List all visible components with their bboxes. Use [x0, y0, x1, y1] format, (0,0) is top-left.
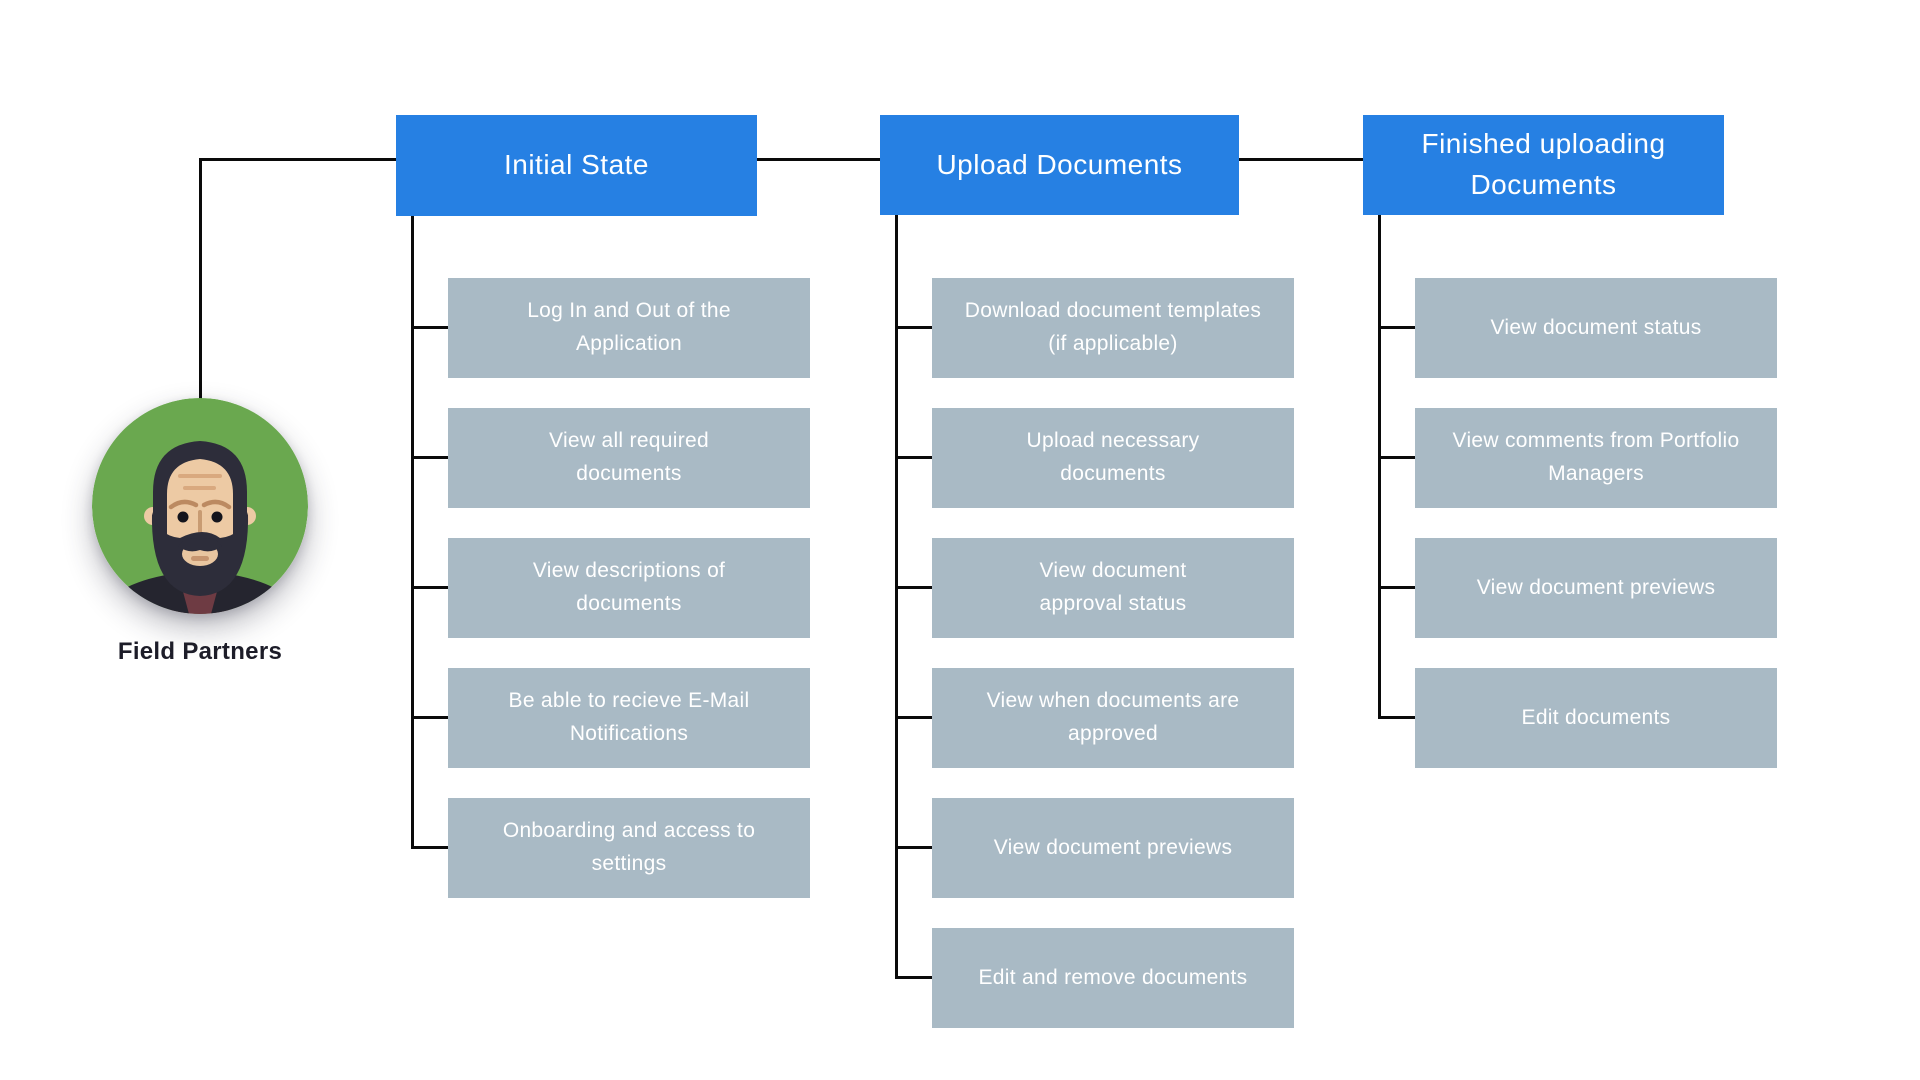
tree-stub	[895, 976, 932, 979]
tree-stub	[895, 846, 932, 849]
tree-stub	[411, 846, 448, 849]
tree-line-col2	[895, 215, 898, 979]
node-view-when-approved[interactable]: View when documents are approved	[932, 668, 1294, 768]
tree-stub	[895, 456, 932, 459]
connector-upload-to-finished	[1239, 158, 1363, 161]
node-edit-documents[interactable]: Edit documents	[1415, 668, 1777, 768]
field-partner-avatar[interactable]	[92, 398, 308, 614]
node-edit-remove-documents[interactable]: Edit and remove documents	[932, 928, 1294, 1028]
tree-line-col1	[411, 216, 414, 849]
tree-stub	[411, 456, 448, 459]
node-document-previews-upload[interactable]: View document previews	[932, 798, 1294, 898]
tree-stub	[895, 586, 932, 589]
header-finished-uploading[interactable]: Finished uploading Documents	[1363, 115, 1724, 215]
tree-stub	[1378, 326, 1415, 329]
header-initial-state[interactable]: Initial State	[396, 115, 757, 216]
tree-stub	[895, 326, 932, 329]
node-view-descriptions[interactable]: View descriptions of documents	[448, 538, 810, 638]
connector-initial-to-upload	[757, 158, 880, 161]
man-avatar-icon	[92, 398, 308, 614]
tree-stub	[1378, 456, 1415, 459]
node-view-comments[interactable]: View comments from Portfolio Managers	[1415, 408, 1777, 508]
header-upload-documents[interactable]: Upload Documents	[880, 115, 1239, 215]
node-document-previews-finished[interactable]: View document previews	[1415, 538, 1777, 638]
connector-actor-to-initial	[199, 158, 396, 161]
node-login-logout[interactable]: Log In and Out of the Application	[448, 278, 810, 378]
connector-actor-vertical	[199, 158, 202, 402]
tree-stub	[895, 716, 932, 719]
node-download-templates[interactable]: Download document templates (if applicab…	[932, 278, 1294, 378]
node-view-document-status[interactable]: View document status	[1415, 278, 1777, 378]
actor-label: Field Partners	[117, 638, 283, 665]
tree-stub	[1378, 716, 1415, 719]
node-onboarding-settings[interactable]: Onboarding and access to settings	[448, 798, 810, 898]
node-email-notifications[interactable]: Be able to recieve E-Mail Notifications	[448, 668, 810, 768]
node-approval-status[interactable]: View document approval status	[932, 538, 1294, 638]
node-view-required-documents[interactable]: View all required documents	[448, 408, 810, 508]
tree-stub	[411, 716, 448, 719]
tree-line-col3	[1378, 215, 1381, 719]
tree-stub	[411, 326, 448, 329]
tree-stub	[1378, 586, 1415, 589]
tree-stub	[411, 586, 448, 589]
node-upload-necessary[interactable]: Upload necessary documents	[932, 408, 1294, 508]
